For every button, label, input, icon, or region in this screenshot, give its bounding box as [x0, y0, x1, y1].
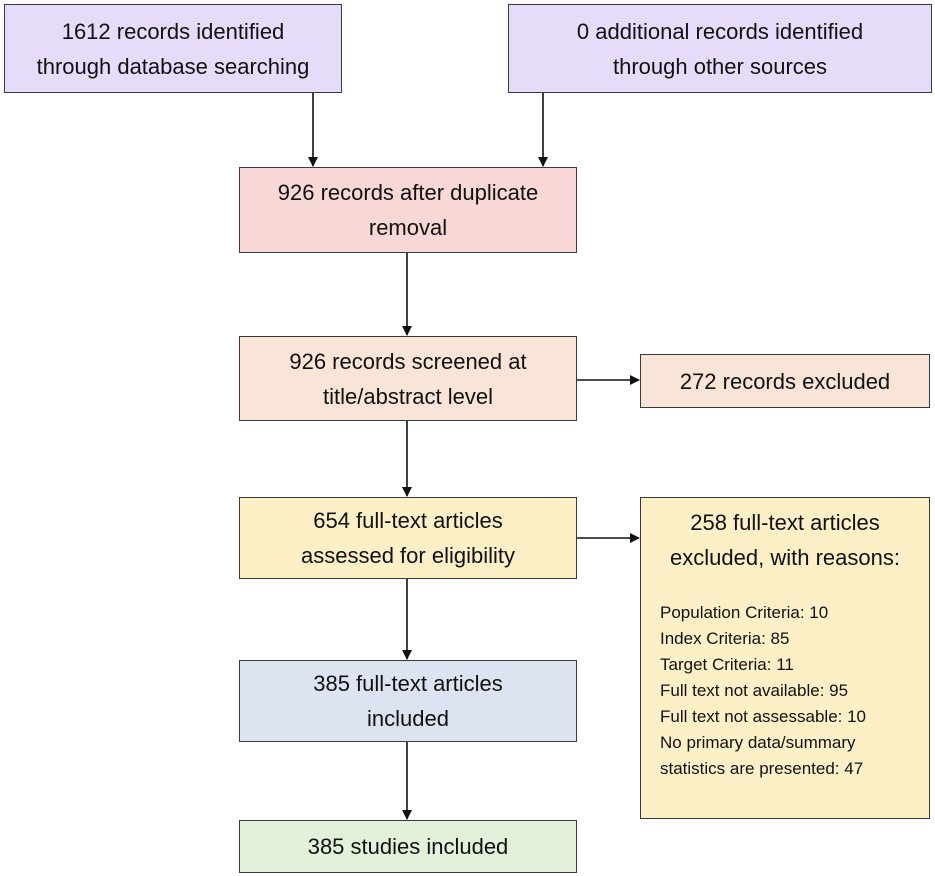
after-duplicates-line-2: removal: [368, 215, 448, 240]
fulltext-excluded-heading: 258 full-text articles excluded, with re…: [670, 505, 900, 575]
fulltext-included-line-1: 385 full-text articles: [313, 671, 503, 696]
studies-included-box: 385 studies included: [239, 820, 577, 873]
database-records-box: 1612 records identified through database…: [4, 4, 342, 93]
fulltext-included-line-2: included: [367, 706, 449, 731]
screened-line-2: title/abstract level: [323, 383, 493, 409]
fulltext-excluded-heading-line-1: 258 full-text articles: [690, 510, 880, 535]
fulltext-assessed-line-1: 654 full-text articles: [313, 508, 503, 533]
excluded-screening-line-1: 272 records excluded: [679, 368, 891, 394]
exclusion-reason: Index Criteria: 85: [660, 629, 790, 648]
database-records-line-2: through database searching: [36, 53, 310, 79]
after-duplicates-box: 926 records after duplicate removal: [239, 167, 577, 253]
exclusion-reason: No primary data/summary: [660, 733, 856, 752]
other-sources-box: 0 additional records identified through …: [508, 4, 932, 93]
database-records-line-1: 1612 records identified: [61, 18, 285, 44]
exclusion-reason: Full text not assessable: 10: [660, 707, 867, 726]
excluded-screening-box: 272 records excluded: [640, 354, 930, 408]
fulltext-assessed-line-2: assessed for eligibility: [301, 543, 515, 568]
after-duplicates-line-1: 926 records after duplicate: [277, 180, 539, 205]
fulltext-excluded-box: 258 full-text articles excluded, with re…: [640, 497, 930, 819]
exclusion-reason: statistics are presented: 47: [660, 759, 864, 778]
exclusion-reason: Population Criteria: 10: [660, 603, 829, 622]
exclusion-reasons-list: Population Criteria: 10 Index Criteria: …: [641, 600, 929, 782]
studies-included-line-1: 385 studies included: [307, 834, 509, 859]
exclusion-reason: Full text not available: 95: [660, 681, 849, 700]
fulltext-included-box: 385 full-text articles included: [239, 660, 577, 742]
fulltext-excluded-heading-line-2: excluded, with reasons:: [670, 545, 900, 570]
other-sources-line-2: through other sources: [612, 53, 828, 79]
screened-line-1: 926 records screened at: [289, 348, 527, 374]
exclusion-reason: Target Criteria: 11: [660, 655, 794, 674]
fulltext-assessed-box: 654 full-text articles assessed for elig…: [239, 497, 577, 579]
other-sources-line-1: 0 additional records identified: [576, 18, 864, 44]
screened-box: 926 records screened at title/abstract l…: [239, 336, 577, 421]
